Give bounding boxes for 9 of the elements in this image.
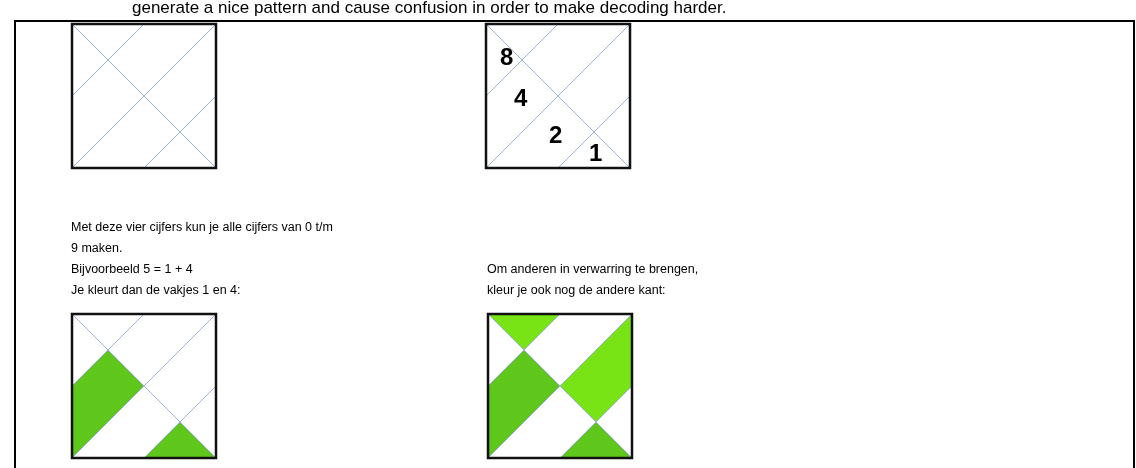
intro-text: generate a nice pattern and cause confusion in order to make decoding harder.	[132, 0, 727, 18]
place-value-digit: 2	[549, 122, 563, 148]
instruction-text: Je kleurt dan de vakjes 1 en 4:	[71, 282, 241, 299]
instruction-text: Om anderen in verwarring te brengen, kleur je ook nog de andere kant:	[487, 261, 700, 299]
explanation-text: Met deze vier cijfers kun je alle cijfers van 0 t/m 9 maken.	[71, 219, 333, 257]
place-value-digit: 4	[514, 85, 528, 111]
place-value-digit: 1	[589, 140, 603, 166]
place-value-digit: 8	[500, 44, 514, 70]
example-text: Bijvoorbeeld 5 = 1 + 4	[71, 261, 193, 278]
